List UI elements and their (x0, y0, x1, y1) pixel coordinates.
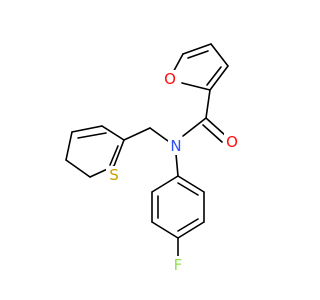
double-bond-inner (202, 124, 223, 143)
atom-label-nitrogen: N (170, 137, 181, 155)
bond (151, 175, 179, 193)
bond (182, 117, 207, 137)
double-bond-inner (177, 218, 199, 232)
double-bond-inner (77, 132, 107, 139)
bond (175, 153, 179, 177)
amine-bonds (123, 127, 179, 177)
fluorophenyl-ring (151, 175, 205, 257)
atom-label-furan-oxygen: O (164, 70, 176, 88)
atom-label-carbonyl-oxygen: O (226, 133, 238, 151)
bond (205, 89, 211, 119)
bond (101, 125, 125, 141)
structure-canvas: O O N S F (65, 43, 240, 274)
bond (71, 125, 103, 133)
double-bond-inner (206, 66, 222, 86)
double-bond-inner (187, 50, 209, 59)
bond (182, 43, 212, 55)
bond (177, 221, 205, 239)
molecule-diagram: O O N S F (65, 43, 240, 274)
carbonyl-group (182, 89, 227, 143)
bond (123, 127, 151, 141)
atom-labels: O O N S F (106, 70, 240, 274)
bond (209, 65, 229, 91)
bond (113, 139, 125, 167)
bond (151, 221, 179, 239)
bond (65, 131, 73, 161)
bond (65, 159, 91, 178)
bond (205, 117, 227, 137)
atom-label-sulfur: S (109, 166, 119, 184)
furan-ring (169, 43, 229, 91)
double-bond-inner (177, 182, 199, 196)
bond (210, 43, 229, 67)
bond (177, 175, 205, 193)
bond (181, 82, 211, 91)
bond (149, 127, 169, 142)
double-bond-inner (109, 145, 119, 166)
atom-label-fluorine: F (174, 256, 183, 274)
